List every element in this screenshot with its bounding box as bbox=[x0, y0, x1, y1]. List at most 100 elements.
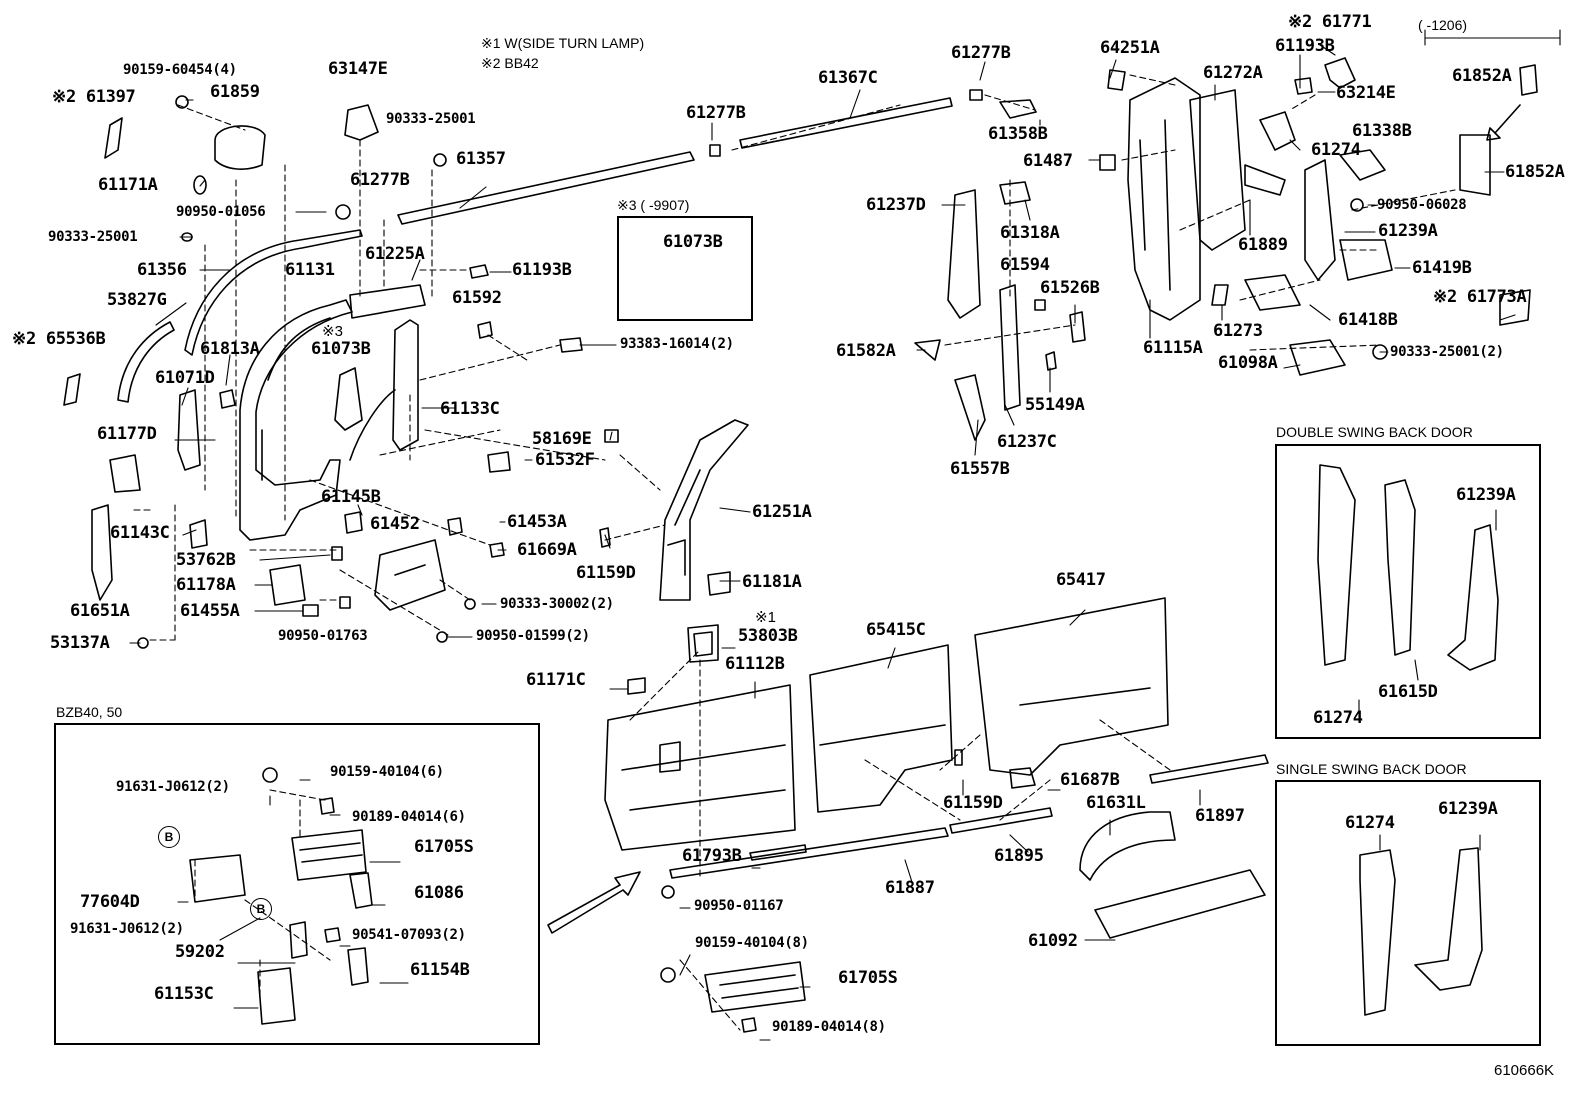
part-label[interactable]: 61705S bbox=[838, 968, 898, 988]
part-label[interactable]: 61181A bbox=[742, 572, 802, 592]
part-label[interactable]: 61131 bbox=[285, 260, 335, 280]
part-label[interactable]: 53762B bbox=[176, 550, 236, 570]
part-label[interactable]: 61115A bbox=[1143, 338, 1203, 358]
part-label[interactable]: 90950-01599(2) bbox=[476, 628, 590, 644]
part-label[interactable]: 63147E bbox=[328, 59, 388, 79]
part-label[interactable]: 61367C bbox=[818, 68, 878, 88]
part-label[interactable]: 65417 bbox=[1056, 570, 1106, 590]
part-label[interactable]: 61895 bbox=[994, 846, 1044, 866]
part-label[interactable]: 61133C bbox=[440, 399, 500, 419]
part-label[interactable]: 61154B bbox=[410, 960, 470, 980]
part-label[interactable]: 90333-30002(2) bbox=[500, 596, 614, 612]
part-label[interactable]: 90950-01056 bbox=[176, 204, 266, 220]
part-label[interactable]: 61557B bbox=[950, 459, 1010, 479]
part-label[interactable]: 61239A bbox=[1378, 221, 1438, 241]
part-label[interactable]: 90159-40104(8) bbox=[695, 935, 809, 951]
part-label[interactable]: 61073B bbox=[663, 232, 723, 252]
part-label[interactable]: 53827G bbox=[107, 290, 167, 310]
part-label[interactable]: 61669A bbox=[517, 540, 577, 560]
part-label[interactable]: 90950-01167 bbox=[694, 898, 784, 914]
part-label[interactable]: 61273 bbox=[1213, 321, 1263, 341]
part-label[interactable]: 61193B bbox=[512, 260, 572, 280]
part-label[interactable]: 93383-16014(2) bbox=[620, 336, 734, 352]
part-label[interactable]: 77604D bbox=[80, 892, 140, 912]
part-label[interactable]: 61071D bbox=[155, 368, 215, 388]
part-label[interactable]: 61193B bbox=[1275, 36, 1335, 56]
part-label[interactable]: 61178A bbox=[176, 575, 236, 595]
part-label[interactable]: ※2 61771 bbox=[1288, 12, 1372, 32]
part-label[interactable]: 61852A bbox=[1452, 66, 1512, 86]
part-label[interactable]: 61159D bbox=[576, 563, 636, 583]
part-label[interactable]: 91631-J0612(2) bbox=[116, 779, 230, 795]
part-label[interactable]: 61251A bbox=[752, 502, 812, 522]
part-label[interactable]: 61526B bbox=[1040, 278, 1100, 298]
part-label[interactable]: 90159-60454(4) bbox=[123, 62, 237, 78]
part-label[interactable]: 90950-06028 bbox=[1377, 197, 1467, 213]
part-label[interactable]: 90333-25001 bbox=[386, 111, 476, 127]
part-label[interactable]: 61357 bbox=[456, 149, 506, 169]
part-label[interactable]: 61651A bbox=[70, 601, 130, 621]
part-label[interactable]: 61225A bbox=[365, 244, 425, 264]
part-label[interactable]: 61237C bbox=[997, 432, 1057, 452]
part-label[interactable]: 61145B bbox=[321, 487, 381, 507]
part-label[interactable]: 55149A bbox=[1025, 395, 1085, 415]
part-label[interactable]: 61112B bbox=[725, 654, 785, 674]
part-label[interactable]: 61098A bbox=[1218, 353, 1278, 373]
part-label[interactable]: 61687B bbox=[1060, 770, 1120, 790]
part-label[interactable]: 90333-25001(2) bbox=[1390, 344, 1504, 360]
part-label[interactable]: 61615D bbox=[1378, 682, 1438, 702]
part-label[interactable]: 90333-25001 bbox=[48, 229, 138, 245]
part-label[interactable]: 61239A bbox=[1438, 799, 1498, 819]
part-label[interactable]: 61092 bbox=[1028, 931, 1078, 951]
part-label[interactable]: 61582A bbox=[836, 341, 896, 361]
part-label[interactable]: 61594 bbox=[1000, 255, 1050, 275]
part-label[interactable]: 61277B bbox=[350, 170, 410, 190]
part-label[interactable]: 61356 bbox=[137, 260, 187, 280]
part-label[interactable]: 61859 bbox=[210, 82, 260, 102]
part-label[interactable]: ※2 65536B bbox=[12, 329, 106, 349]
part-label[interactable]: 90950-01763 bbox=[278, 628, 368, 644]
part-label[interactable]: 64251A bbox=[1100, 38, 1160, 58]
part-label[interactable]: 53137A bbox=[50, 633, 110, 653]
part-label[interactable]: ※2 61397 bbox=[52, 87, 136, 107]
part-label[interactable]: 61274 bbox=[1345, 813, 1395, 833]
part-label[interactable]: 61239A bbox=[1456, 485, 1516, 505]
part-label[interactable]: 61532F bbox=[535, 450, 595, 470]
part-label[interactable]: 61237D bbox=[866, 195, 926, 215]
part-label[interactable]: 61852A bbox=[1505, 162, 1565, 182]
part-label[interactable]: 61889 bbox=[1238, 235, 1288, 255]
part-label[interactable]: 61455A bbox=[180, 601, 240, 621]
part-label[interactable]: 61487 bbox=[1023, 151, 1073, 171]
part-label[interactable]: 90189-04014(6) bbox=[352, 809, 466, 825]
part-label[interactable]: 61418B bbox=[1338, 310, 1398, 330]
part-label[interactable]: 63214E bbox=[1336, 83, 1396, 103]
part-label[interactable]: 90541-07093(2) bbox=[352, 927, 466, 943]
part-label[interactable]: 61086 bbox=[414, 883, 464, 903]
part-label[interactable]: 61277B bbox=[951, 43, 1011, 63]
part-label[interactable]: 61453A bbox=[507, 512, 567, 532]
part-label[interactable]: 61318A bbox=[1000, 223, 1060, 243]
part-label[interactable]: 61171A bbox=[98, 175, 158, 195]
part-label[interactable]: 61338B bbox=[1352, 121, 1412, 141]
part-label[interactable]: 61277B bbox=[686, 103, 746, 123]
part-label[interactable]: 61897 bbox=[1195, 806, 1245, 826]
part-label[interactable]: 90189-04014(8) bbox=[772, 1019, 886, 1035]
part-label[interactable]: 61274 bbox=[1313, 708, 1363, 728]
part-label[interactable]: 61358B bbox=[988, 124, 1048, 144]
part-label[interactable]: 61631L bbox=[1086, 793, 1146, 813]
part-label[interactable]: 61143C bbox=[110, 523, 170, 543]
part-label[interactable]: 65415C bbox=[866, 620, 926, 640]
part-label[interactable]: 61887 bbox=[885, 878, 935, 898]
part-label[interactable]: 59202 bbox=[175, 942, 225, 962]
part-label[interactable]: 61705S bbox=[414, 837, 474, 857]
part-label[interactable]: 61153C bbox=[154, 984, 214, 1004]
part-label[interactable]: 58169E bbox=[532, 429, 592, 449]
part-label[interactable]: 61272A bbox=[1203, 63, 1263, 83]
part-label[interactable]: 61274 bbox=[1311, 140, 1361, 160]
part-label[interactable]: 61177D bbox=[97, 424, 157, 444]
part-label[interactable]: 61419B bbox=[1412, 258, 1472, 278]
part-label[interactable]: 91631-J0612(2) bbox=[70, 921, 184, 937]
part-label[interactable]: 61813A bbox=[200, 339, 260, 359]
part-label[interactable]: ※2 61773A bbox=[1433, 287, 1527, 307]
part-label[interactable]: 53803B bbox=[738, 626, 798, 646]
